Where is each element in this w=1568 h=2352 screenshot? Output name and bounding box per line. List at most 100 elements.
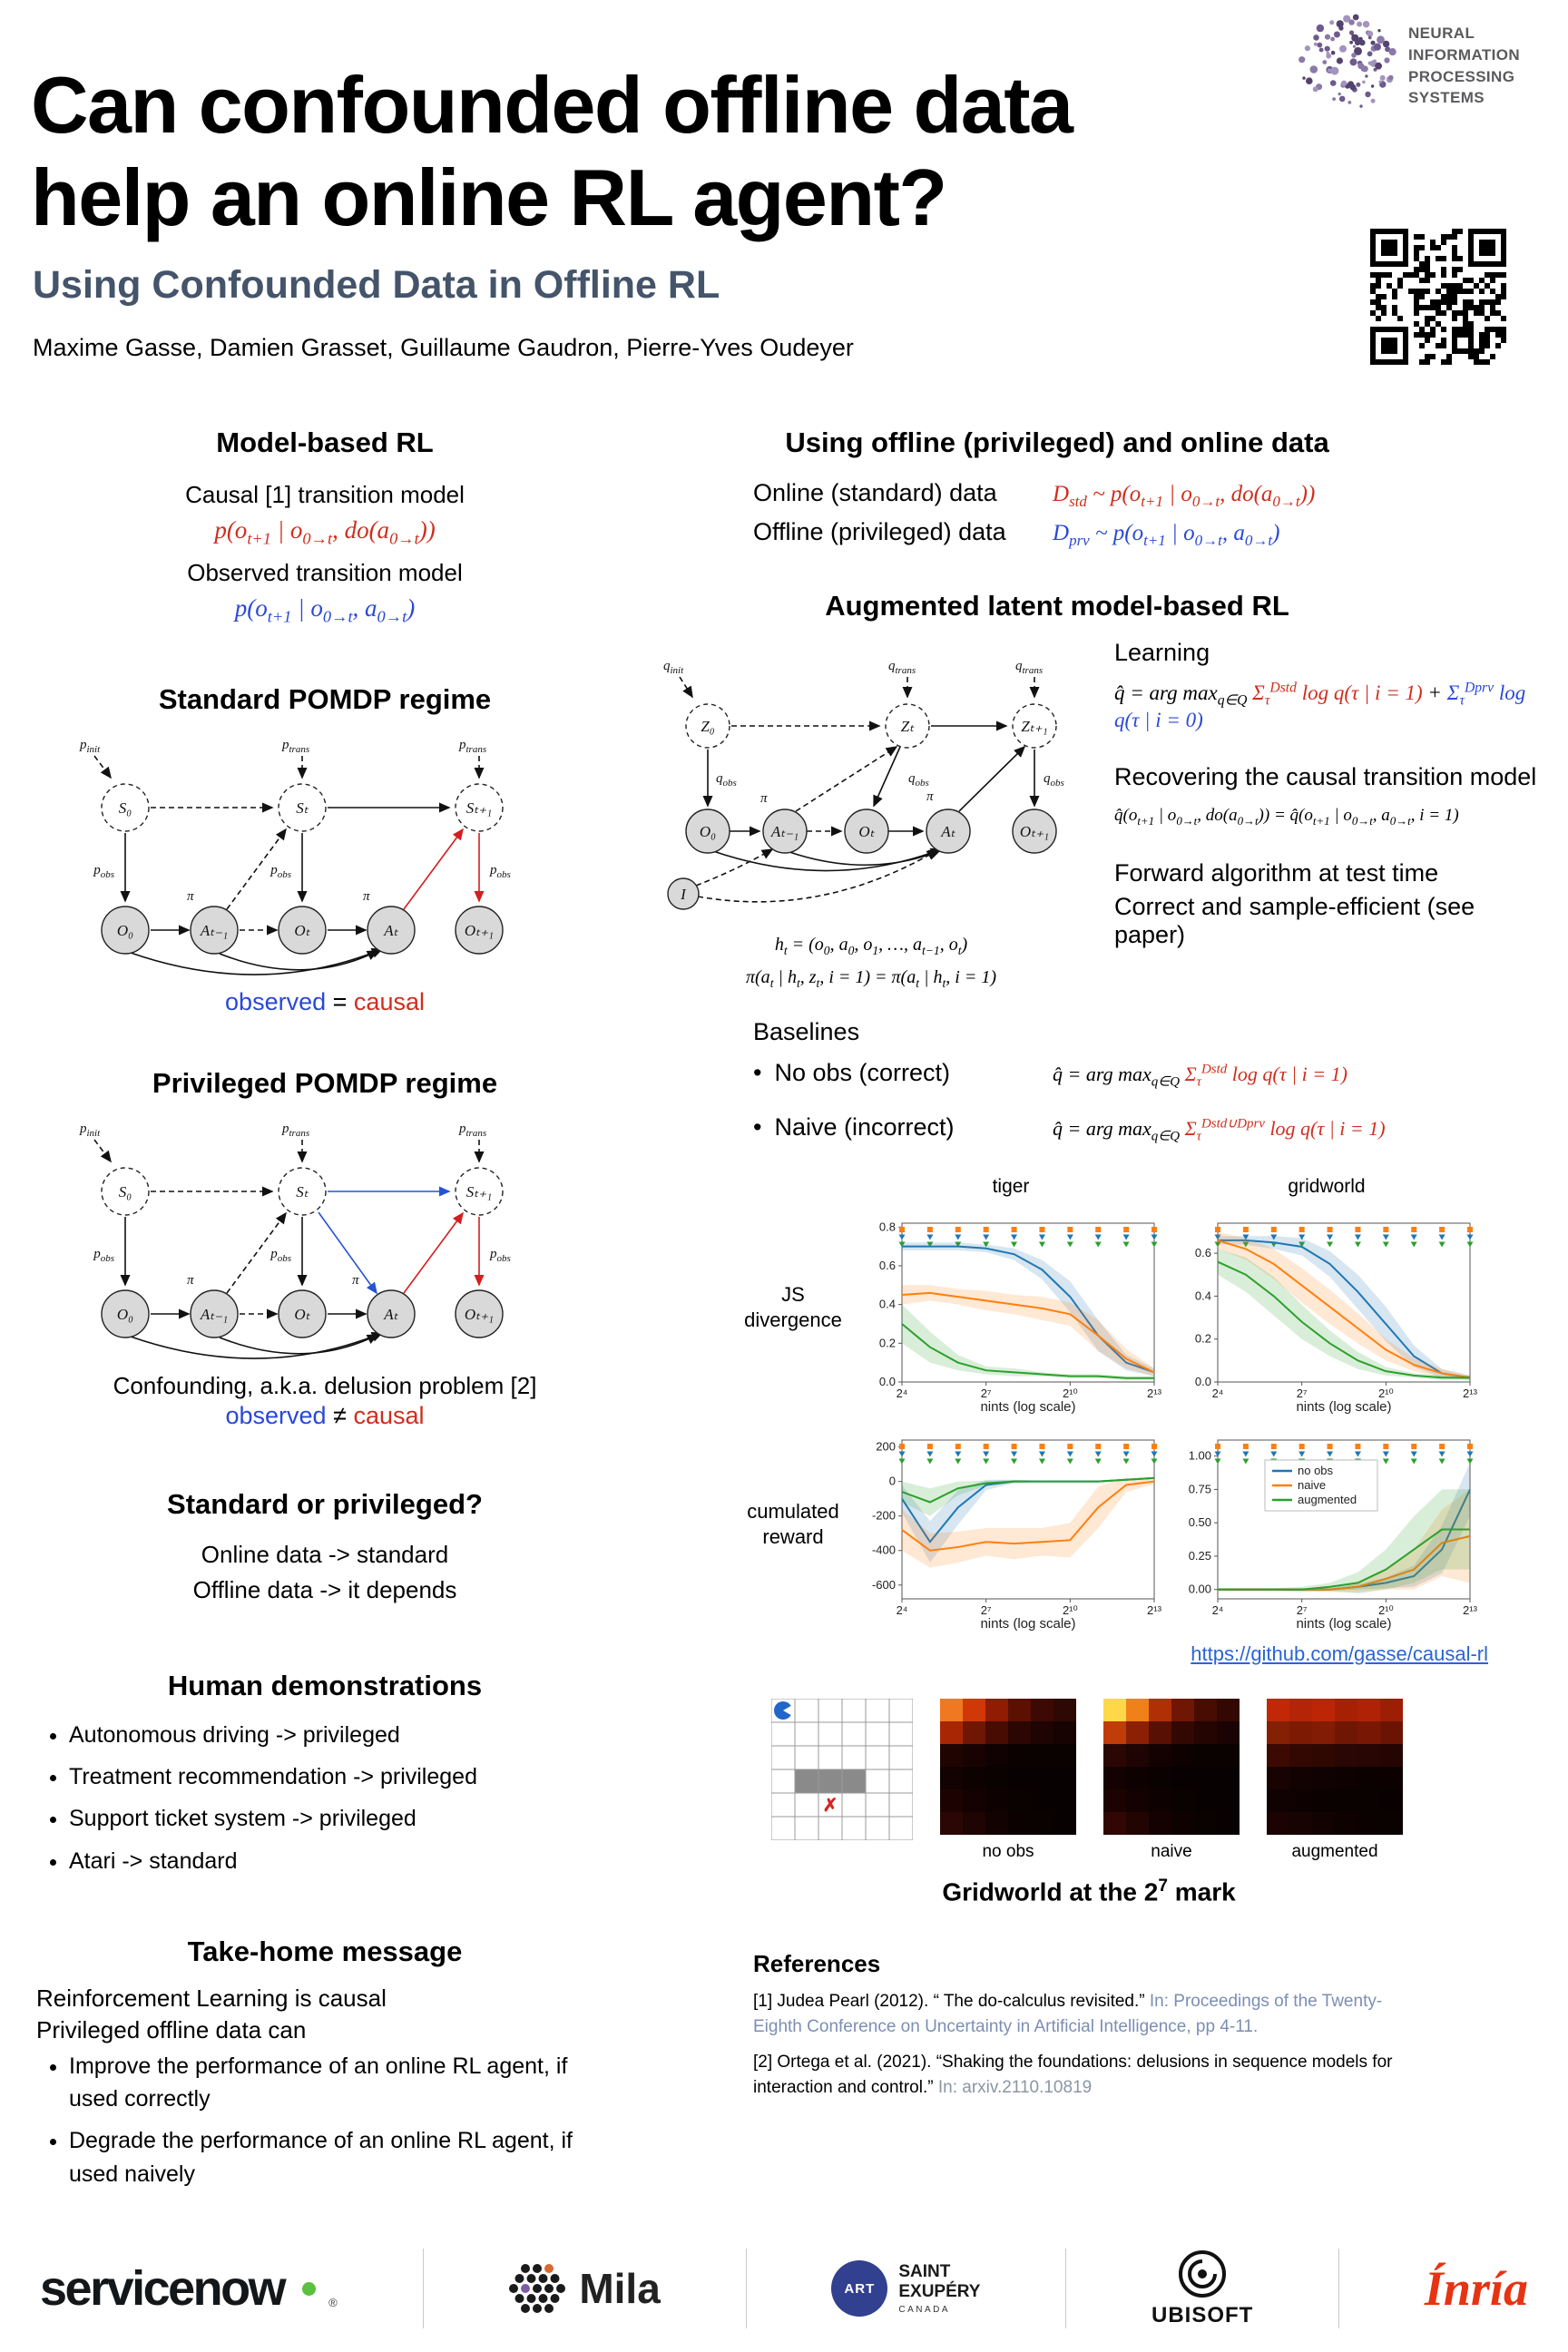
svg-text:I: I <box>680 886 687 903</box>
gridworld-figure: ✗ no obs naive augmented <box>771 1698 1543 1862</box>
heading-privileged-pomdp: Privileged POMDP regime <box>152 1066 498 1099</box>
gridworld-caption: Gridworld at the 27 mark <box>942 1876 1236 1906</box>
neurips-logo: NEURAL INFORMATION PROCESSING SYSTEMS <box>1298 13 1568 119</box>
servicenow-dot-icon <box>302 2281 317 2296</box>
standard-pomdp-diagram: pinit ptrans ptrans pobs pobs pobs S₀ Sₜ… <box>79 738 511 975</box>
svg-text:0.25: 0.25 <box>1189 1549 1211 1563</box>
heatmap-block-no-obs: no obs <box>940 1698 1076 1862</box>
svg-text:qinit: qinit <box>663 659 684 676</box>
svg-text:2⁴: 2⁴ <box>897 1387 908 1400</box>
heading-augmented: Augmented latent model-based RL <box>825 590 1289 622</box>
svg-text:0.8: 0.8 <box>879 1220 896 1233</box>
svg-text:S₀: S₀ <box>119 1183 132 1200</box>
svg-text:ptrans: ptrans <box>458 738 486 755</box>
naive-baseline-formula: q̂ = arg maxq∈Q ΣτDstd∪Dprv log q(τ | i … <box>1053 1117 1386 1144</box>
no-obs-baseline-label: •No obs (correct) <box>753 1059 951 1086</box>
svg-text:Oₜ: Oₜ <box>294 922 310 939</box>
svg-text:pobs: pobs <box>93 1247 114 1264</box>
svg-text:2¹³: 2¹³ <box>1147 1387 1162 1400</box>
list-item: Support ticket system -> privileged <box>69 1802 617 1835</box>
poster-subtitle: Using Confounded Data in Offline RL <box>33 263 720 307</box>
human-demos-list: Autonomous driving -> privileged Treatme… <box>33 1719 617 1877</box>
no-obs-baseline-formula: q̂ = arg maxq∈Q ΣτDstd log q(τ | i = 1) <box>1053 1062 1348 1090</box>
svg-text:augmented: augmented <box>1298 1493 1357 1506</box>
svg-text:pobs: pobs <box>489 863 511 880</box>
svg-text:0.0: 0.0 <box>879 1375 896 1388</box>
footer-divider <box>422 2249 424 2328</box>
references-section: References [1] Judea Pearl (2012). “ The… <box>753 1950 1406 2100</box>
recovering-formula: q̂(ot+1 | o0→t, do(a0→t)) = q̂(ot+1 | o0… <box>1114 806 1459 828</box>
augmented-text-block: Learning q̂ = arg maxq∈Q ΣτDstd log q(τ … <box>1107 639 1541 991</box>
svg-text:qobs: qobs <box>908 771 929 789</box>
svg-text:-400: -400 <box>872 1544 896 1557</box>
svg-text:0.6: 0.6 <box>879 1259 896 1272</box>
augmented-diagram-block: qinit qtrans qtrans qobs qobs qobs <box>635 639 1107 991</box>
title-line-1: Can confounded offline data <box>31 59 1073 150</box>
svg-text:qobs: qobs <box>716 771 737 789</box>
chart-row-label-js: JS divergence <box>744 1282 842 1332</box>
github-link[interactable]: https://github.com/gasse/causal-rl <box>1191 1642 1488 1665</box>
data-definitions: Online (standard) data Dstd ~ p(ot+1 | o… <box>753 479 1515 550</box>
svg-text:-200: -200 <box>872 1508 896 1522</box>
heading-standard-or-privileged: Standard or privileged? <box>167 1487 483 1520</box>
svg-text:Zₜ₊₁: Zₜ₊₁ <box>1021 718 1047 735</box>
heatmap-label: no obs <box>982 1841 1034 1861</box>
svg-text:2⁷: 2⁷ <box>981 1387 992 1400</box>
svg-text:200: 200 <box>876 1439 896 1453</box>
online-data-formula: Dstd ~ p(ot+1 | o0→t, do(a0→t)) <box>1053 482 1316 510</box>
svg-text:Aₜ: Aₜ <box>940 823 956 840</box>
augmented-section: qinit qtrans qtrans qobs qobs qobs <box>635 639 1543 991</box>
heatmap-block-naive: naive <box>1103 1698 1240 1862</box>
left-column: Model-based RL Causal [1] transition mod… <box>33 407 617 2200</box>
heading-take-home: Take-home message <box>187 1935 463 1967</box>
svg-text:Aₜ₋₁: Aₜ₋₁ <box>200 922 228 939</box>
svg-text:naive: naive <box>1298 1478 1326 1492</box>
svg-text:S₀: S₀ <box>119 799 132 817</box>
svg-text:Zₜ: Zₜ <box>901 718 915 735</box>
svg-text:2⁷: 2⁷ <box>981 1603 992 1617</box>
svg-text:Sₜ: Sₜ <box>296 799 309 817</box>
naive-baseline-label: •Naive (incorrect) <box>753 1113 955 1142</box>
svg-text:Oₜ₊₁: Oₜ₊₁ <box>465 922 494 939</box>
svg-text:nints (log scale): nints (log scale) <box>980 1399 1075 1415</box>
standard-pomdp-caption: observed = causal <box>225 987 425 1015</box>
svg-text:2¹³: 2¹³ <box>1463 1603 1478 1617</box>
chart-col-title-gridworld: gridworld <box>1288 1175 1366 1197</box>
forward-line-1: Forward algorithm at test time <box>1114 859 1439 887</box>
augmented-latent-diagram: qinit qtrans qtrans qobs qobs qobs <box>663 659 1064 910</box>
title-line-2: help an online RL agent? <box>31 152 947 243</box>
svg-text:nints (log scale): nints (log scale) <box>980 1616 1075 1632</box>
gridworld-maze: ✗ <box>771 1698 913 1840</box>
offline-data-line: Offline data -> it depends <box>192 1575 457 1603</box>
observed-transition-formula: p(ot+1 | o0→t, a0→t) <box>234 594 416 626</box>
list-item: Improve the performance of an online RL … <box>69 2050 613 2116</box>
svg-text:Z₀: Z₀ <box>701 718 714 735</box>
confounding-line: Confounding, a.k.a. delusion problem [2] <box>113 1371 537 1399</box>
svg-text:2⁴: 2⁴ <box>897 1603 908 1617</box>
svg-text:Sₜ: Sₜ <box>296 1183 309 1200</box>
list-item: Treatment recommendation -> privileged <box>69 1760 617 1793</box>
poster-authors: Maxime Gasse, Damien Grasset, Guillaume … <box>33 334 854 361</box>
svg-text:pobs: pobs <box>270 1247 291 1264</box>
chart-row-label-reward: cumulated reward <box>747 1499 839 1549</box>
svg-text:Oₜ: Oₜ <box>858 823 875 840</box>
svg-text:0: 0 <box>889 1474 896 1487</box>
svg-text:0.2: 0.2 <box>879 1336 896 1349</box>
heading-standard-pomdp: Standard POMDP regime <box>158 682 492 715</box>
heatmap-no-obs <box>940 1698 1076 1835</box>
svg-text:Oₜ₊₁: Oₜ₊₁ <box>1020 823 1049 840</box>
policy-formula: π(at | ht, zt, i = 1) = π(at | ht, i = 1… <box>746 967 996 990</box>
learning-heading: Learning <box>1114 639 1210 666</box>
inria-logo: Ínría <box>1424 2261 1528 2316</box>
mila-dots-icon <box>509 2264 566 2313</box>
svg-text:pinit: pinit <box>79 1122 101 1139</box>
heatmap-label: augmented <box>1291 1841 1378 1861</box>
footer-divider <box>745 2249 747 2328</box>
list-item: Degrade the performance of an online RL … <box>69 2124 613 2190</box>
svg-text:0.4: 0.4 <box>879 1297 896 1310</box>
forward-line-2: Correct and sample-efficient (see paper) <box>1114 893 1475 949</box>
footer-divider <box>1338 2249 1340 2328</box>
